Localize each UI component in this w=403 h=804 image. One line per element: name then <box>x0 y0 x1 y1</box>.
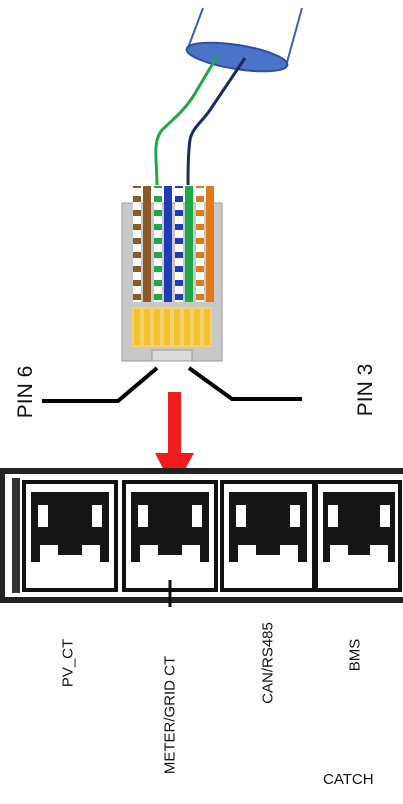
gold-pins <box>132 307 212 347</box>
pin6-leader <box>42 368 157 401</box>
port-label-can-rs485: CAN/RS485 <box>260 622 277 704</box>
pin3-leader <box>189 368 302 399</box>
port-can-rs485 <box>222 482 314 590</box>
rj45-connector <box>122 186 222 361</box>
pin6-label: PIN 6 <box>14 366 38 419</box>
connector-tip <box>152 350 192 361</box>
port-meter-grid-ct <box>124 482 216 607</box>
port-panel <box>0 468 403 607</box>
port-pv-ct <box>24 482 116 590</box>
catch-label: CATCH <box>323 771 374 788</box>
cable <box>156 8 302 185</box>
navy-wire <box>188 58 245 185</box>
port-bms <box>316 482 400 590</box>
port-label-pv-ct: PV_CT <box>60 639 77 687</box>
port-label-bms: BMS <box>347 639 364 672</box>
port-label-meter-grid-ct: METER/GRID CT <box>162 656 179 774</box>
pin3-label: PIN 3 <box>354 364 378 417</box>
